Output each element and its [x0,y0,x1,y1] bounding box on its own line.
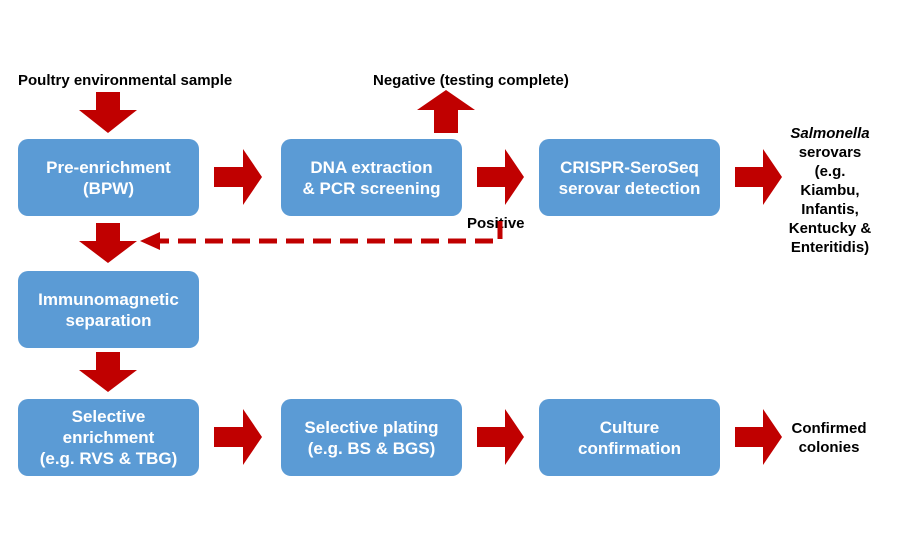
serovars-output-label: Salmonella serovars (e.g. Kiambu, Infant… [780,124,880,257]
serovars-line-2: (e.g. [814,163,846,180]
culture-confirmation-box: Culture confirmation [539,399,720,476]
positive-result-label: Positive [467,215,525,232]
arrow-right-2 [477,149,524,205]
selective-enrichment-line-3: (e.g. RVS & TBG) [39,449,178,468]
arrow-down-2 [79,223,137,263]
arrow-down-3 [79,352,137,392]
positive-feedback-arrowhead [140,232,160,250]
arrow-right-1 [214,149,262,205]
selective-enrichment-line-2: enrichment [62,428,155,447]
selective-enrichment-box: Selective enrichment (e.g. RVS & TBG) [18,399,199,476]
selective-enrichment-line-1: Selective [71,407,146,426]
selective-plating-line-2: (e.g. BS & BGS) [307,438,436,458]
culture-confirmation-line-1: Culture [599,417,660,437]
arrow-right-4 [214,409,262,465]
arrow-up-negative [417,90,475,133]
confirmed-line-2: colonies [798,439,860,456]
serovars-line-5: Kentucky & [788,220,872,237]
dna-extraction-line-1: DNA extraction [310,157,433,177]
pre-enrichment-box: Pre-enrichment (BPW) [18,139,199,216]
arrow-right-6 [735,409,782,465]
arrow-right-5 [477,409,524,465]
serovars-line-1: serovars [798,144,862,161]
arrow-right-3 [735,149,782,205]
negative-result-label: Negative (testing complete) [373,72,569,89]
selective-plating-box: Selective plating (e.g. BS & BGS) [281,399,462,476]
confirmed-colonies-label: Confirmed colonies [783,419,875,457]
crispr-seroseq-box: CRISPR-SeroSeq serovar detection [539,139,720,216]
dna-extraction-line-2: & PCR screening [302,178,441,198]
crispr-line-2: serovar detection [558,178,701,198]
input-sample-label: Poultry environmental sample [18,72,233,89]
pre-enrichment-line-1: Pre-enrichment [46,157,171,177]
immunomagnetic-box: Immunomagnetic separation [18,271,199,348]
immunomagnetic-line-1: Immunomagnetic [38,289,179,309]
positive-feedback-dashed-line [160,221,503,244]
serovars-line-6: Enteritidis) [790,239,870,256]
serovars-line-4: Infantis, [801,201,859,218]
crispr-line-1: CRISPR-SeroSeq [560,157,699,177]
arrow-down-sample [79,92,137,133]
pre-enrichment-line-2: (BPW) [83,178,134,198]
dna-extraction-box: DNA extraction & PCR screening [281,139,462,216]
culture-confirmation-line-2: confirmation [578,438,681,458]
selective-plating-line-1: Selective plating [304,417,439,437]
confirmed-line-1: Confirmed [791,420,867,437]
salmonella-italic-text: Salmonella [790,125,870,142]
immunomagnetic-line-2: separation [65,310,152,330]
serovars-line-3: Kiambu, [800,182,860,199]
